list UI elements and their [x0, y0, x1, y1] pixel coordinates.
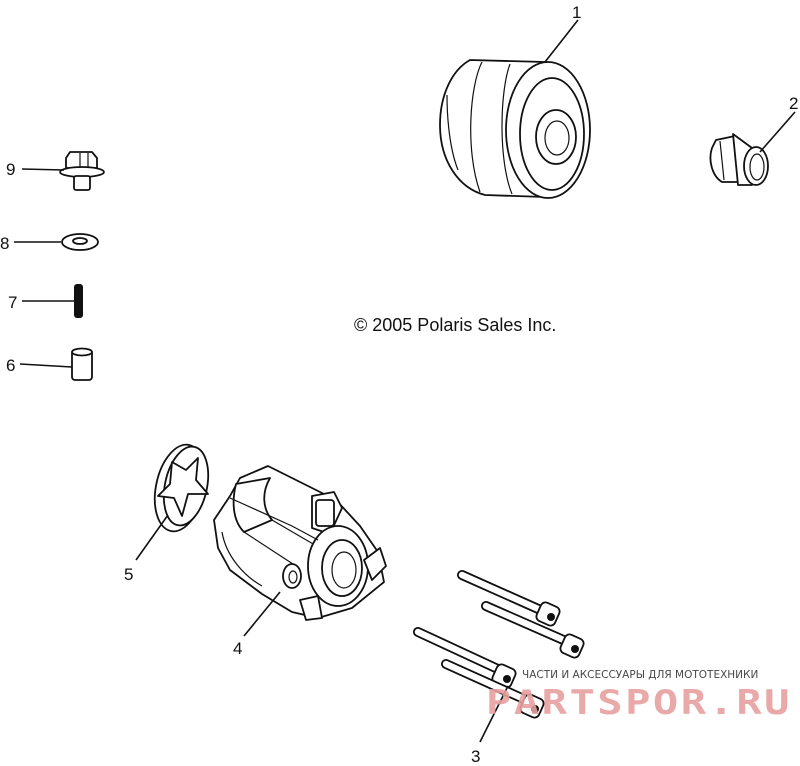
watermark-brand: PARTSPOR.RU — [486, 683, 792, 723]
leader-5 — [135, 514, 169, 561]
callout-6: 6 — [6, 356, 15, 375]
part-6-dowel-pin — [71, 347, 93, 381]
part-2-fitting — [709, 133, 769, 186]
callout-7: 7 — [8, 293, 17, 312]
leader-4 — [243, 591, 281, 637]
leader-3 — [479, 685, 509, 743]
callout-4: 4 — [233, 639, 242, 658]
bolt-c — [413, 627, 517, 689]
leader-6 — [19, 363, 73, 368]
watermark-tagline: ЧАСТИ И АКСЕССУАРЫ ДЛЯ МОТОТЕХНИКИ — [522, 669, 758, 681]
watermark: ЧАСТИ И АКСЕССУАРЫ ДЛЯ МОТОТЕХНИКИ PARTS… — [486, 669, 792, 723]
callout-3: 3 — [471, 747, 480, 766]
part-8-washer — [61, 233, 99, 251]
leader-2 — [759, 111, 796, 153]
callout-8: 8 — [0, 234, 9, 253]
bolt-d — [441, 659, 545, 719]
part-5-rotor — [153, 443, 210, 533]
callout-5: 5 — [124, 565, 133, 584]
callout-9: 9 — [6, 160, 15, 179]
part-9-flange-bolt — [59, 151, 105, 191]
part-7-set-screw — [74, 284, 83, 318]
callout-1: 1 — [572, 3, 581, 22]
callout-2: 2 — [789, 94, 798, 113]
bolt-b — [481, 601, 585, 659]
part-4-pump-housing — [213, 465, 387, 621]
part-1-oil-filter — [439, 59, 591, 199]
copyright-notice: © 2005 Polaris Sales Inc. — [354, 315, 556, 335]
leader-1 — [544, 19, 579, 63]
part-3-bolts — [413, 570, 585, 719]
leader-9 — [21, 168, 65, 171]
bolt-a — [457, 570, 561, 627]
